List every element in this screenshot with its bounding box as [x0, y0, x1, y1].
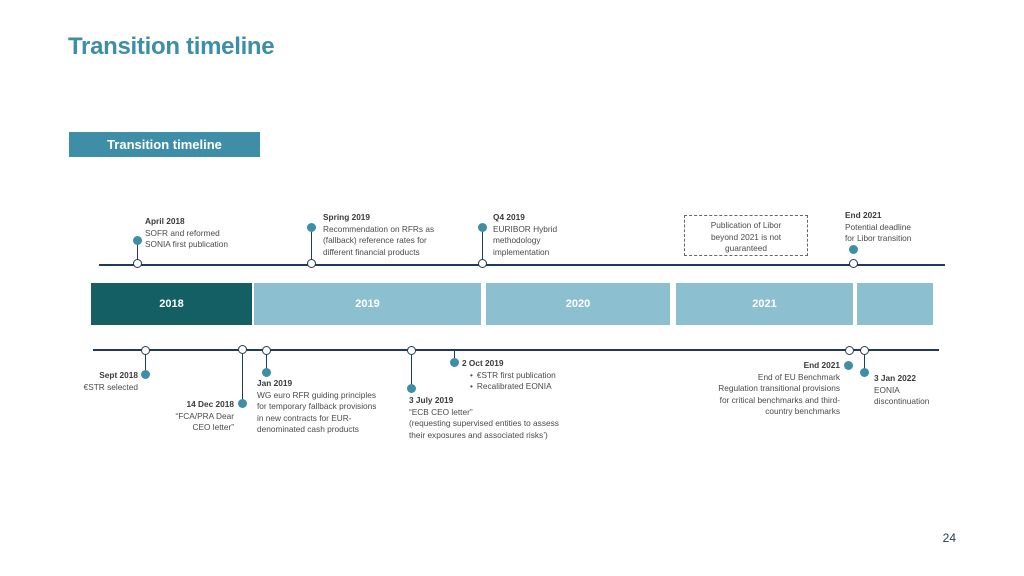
event-date: 3 July 2019: [409, 395, 454, 405]
tick-sept-2018: [145, 355, 146, 373]
node-end-2021-label: [849, 245, 858, 254]
year-bar-2022: [857, 283, 933, 325]
tick-q4-2019: [482, 232, 483, 264]
page-title: Transition timeline: [68, 33, 275, 60]
event-sept-2018: Sept 2018 €STR selected: [60, 370, 138, 393]
event-april-2018: April 2018 SOFR and reformed SONIA first…: [145, 216, 228, 251]
event-text: different financial products: [323, 246, 420, 257]
node-jan-2022: [860, 346, 869, 355]
event-bullet: Recalibrated EONIA: [470, 381, 552, 391]
node-july-2019-label: [407, 384, 416, 393]
node-july-2019: [407, 346, 416, 355]
event-q4-2019: Q4 2019 EURIBOR Hybrid methodology imple…: [493, 212, 557, 258]
node-spring-2019: [307, 259, 316, 268]
event-dec-2018: 14 Dec 2018 “FCA/PRA Dear CEO letter”: [150, 399, 234, 434]
event-spring-2019: Spring 2019 Recommendation on RFRs as (f…: [323, 212, 434, 258]
event-jan-2019: Jan 2019 WG euro RFR guiding principles …: [257, 378, 376, 436]
event-text: (requesting supervised entities to asses…: [409, 418, 559, 428]
tick-spring-2019: [311, 232, 312, 264]
libor-note-text: Publication of Libor: [710, 220, 782, 230]
event-text: “FCA/PRA Dear: [175, 410, 234, 421]
event-text: in new contracts for EUR-: [257, 412, 352, 423]
event-text: implementation: [493, 246, 550, 257]
event-date: End 2021: [803, 360, 840, 370]
year-bar-2019: 2019: [254, 283, 481, 325]
event-end-2021: End 2021 Potential deadline for Libor tr…: [845, 210, 911, 245]
section-label: Transition timeline: [69, 132, 260, 157]
node-spring-2019-label: [307, 223, 316, 232]
event-text: “ECB CEO letter”: [409, 406, 473, 417]
event-text: their exposures and associated risks’): [409, 429, 548, 440]
top-timeline-line: [99, 264, 945, 266]
year-bar-2021: 2021: [676, 283, 853, 325]
event-text: EURIBOR Hybrid: [493, 223, 558, 234]
event-date: Jan 2019: [257, 378, 293, 388]
node-jan-2019-label: [262, 368, 271, 377]
node-april-2018: [133, 259, 142, 268]
node-jan-2022-label: [860, 368, 869, 377]
node-end-2021: [849, 259, 858, 268]
event-date: 3 Jan 2022: [874, 373, 916, 383]
event-date: April 2018: [145, 216, 185, 226]
event-july-2019: 3 July 2019 “ECB CEO letter” (requesting…: [409, 395, 559, 441]
event-end-2021-eu: End 2021 End of EU Benchmark Regulation …: [680, 360, 840, 418]
event-date: 2 Oct 2019: [462, 358, 504, 368]
event-date: Sept 2018: [99, 370, 138, 380]
event-text: country benchmarks: [765, 406, 840, 416]
event-oct-2019: 2 Oct 2019 €STR first publication Recali…: [462, 358, 556, 393]
event-date: End 2021: [845, 210, 882, 220]
event-date: Spring 2019: [323, 212, 371, 222]
event-jan-2022: 3 Jan 2022 EONIA discontinuation: [874, 373, 929, 408]
event-date: Q4 2019: [493, 212, 525, 222]
node-end-2021-eu-label: [844, 361, 853, 370]
event-text: EONIA: [874, 384, 900, 395]
year-bar-2018: 2018: [91, 283, 252, 325]
node-q4-2019-label: [478, 223, 487, 232]
tick-july-2019: [411, 355, 412, 385]
event-text: SOFR and reformed: [145, 227, 220, 238]
bottom-timeline-line: [93, 349, 939, 351]
tick-oct-2019: [454, 350, 455, 358]
event-date: 14 Dec 2018: [186, 399, 234, 409]
node-oct-2019-label: [450, 358, 459, 367]
event-text: (fallback) reference rates for: [323, 235, 427, 245]
event-text: discontinuation: [874, 396, 930, 406]
libor-note-box: Publication of Libor beyond 2021 is not …: [684, 215, 808, 256]
event-text: €STR selected: [83, 381, 138, 392]
page-number: 24: [942, 531, 956, 545]
libor-note-text: guaranteed: [725, 243, 767, 253]
node-q4-2019: [478, 259, 487, 268]
event-text: denominated cash products: [257, 424, 359, 434]
event-text: CEO letter”: [192, 422, 235, 432]
event-text: WG euro RFR guiding principles: [257, 389, 376, 400]
libor-note-text: beyond 2021 is not: [710, 231, 782, 242]
event-text: Recommendation on RFRs as: [323, 223, 435, 234]
tick-jan-2019: [266, 355, 267, 369]
node-april-2018-label: [133, 236, 142, 245]
tick-april-2018: [137, 244, 138, 264]
event-text: for Libor transition: [845, 233, 912, 243]
node-dec-2018: [238, 345, 247, 354]
event-text: Regulation transitional provisions: [718, 383, 840, 393]
event-bullet: €STR first publication: [470, 370, 556, 380]
event-text: Potential deadline: [845, 221, 911, 232]
node-end-2021-eu: [845, 346, 854, 355]
node-sept-2018: [141, 346, 150, 355]
event-text: methodology: [493, 235, 541, 245]
event-text: for critical benchmarks and third-: [719, 394, 840, 405]
node-sept-2018-label: [141, 370, 150, 379]
event-text: for temporary fallback provisions: [257, 401, 377, 411]
node-jan-2019: [262, 346, 271, 355]
tick-dec-2018: [242, 354, 243, 400]
tick-jan-2022: [864, 355, 865, 369]
event-text: End of EU Benchmark: [757, 371, 840, 382]
year-bar-2020: 2020: [486, 283, 670, 325]
node-dec-2018-label: [238, 399, 247, 408]
event-text: SONIA first publication: [145, 239, 229, 249]
